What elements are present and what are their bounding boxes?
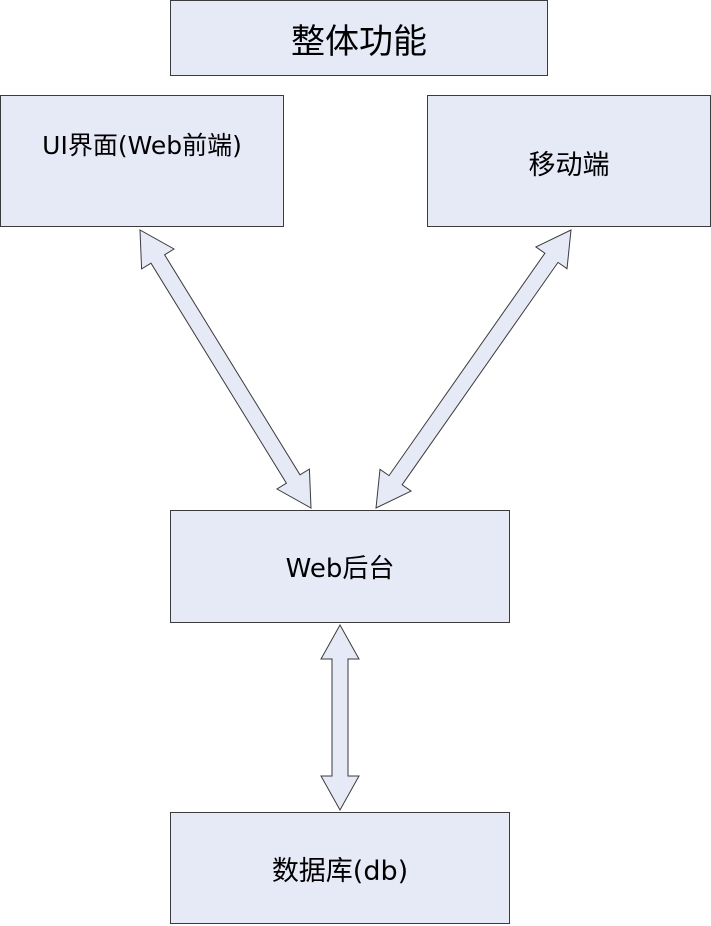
title-label: 整体功能 (291, 21, 427, 62)
ui-frontend-label: UI界面(Web前端) (42, 131, 242, 160)
title-box: 整体功能 (170, 0, 548, 76)
arrow-backend-database (320, 623, 360, 812)
web-backend-label: Web后台 (285, 554, 395, 584)
mobile-box: 移动端 (427, 95, 711, 227)
ui-frontend-box: UI界面(Web前端) (0, 95, 284, 227)
database-box: 数据库(db) (170, 812, 510, 924)
mobile-label: 移动端 (528, 149, 610, 181)
arrow-ui-backend (139, 229, 312, 509)
database-label: 数据库(db) (271, 855, 409, 887)
web-backend-box: Web后台 (170, 510, 510, 623)
arrow-mobile-backend (375, 229, 572, 509)
